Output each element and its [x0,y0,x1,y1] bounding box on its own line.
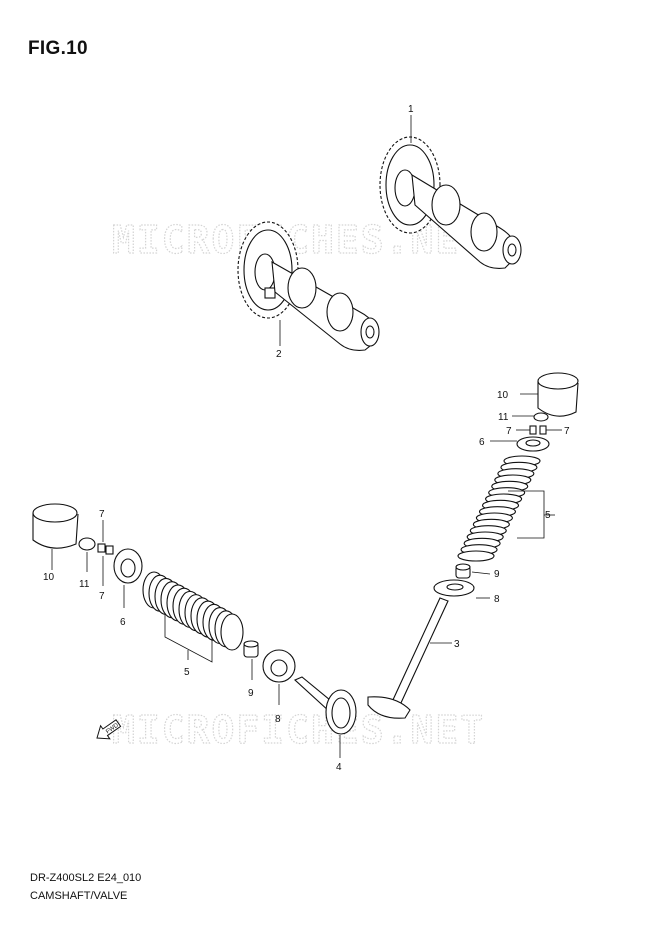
callout-7-left-a: 7 [99,509,105,520]
figure-title: FIG.10 [28,38,88,59]
callout-11-left: 11 [79,579,90,590]
section-name: CAMSHAFT/VALVE [30,890,128,902]
callout-11-right: 11 [498,412,509,423]
spring-seat-left[interactable] [262,649,296,683]
spring-retainer-left[interactable] [113,548,143,584]
callout-6-right: 6 [479,437,485,448]
callout-8-right: 8 [494,594,500,605]
callout-9-left: 9 [248,688,254,699]
cotter-left-a[interactable] [97,543,106,553]
shim-right[interactable] [533,412,549,422]
valve-intake[interactable] [293,676,357,735]
watermark-lower: MICROFICHES.NET [112,708,485,752]
cotter-left-b[interactable] [105,545,114,555]
valve-exhaust[interactable] [367,597,449,719]
camshaft-exhaust[interactable] [379,136,522,269]
callout-2: 2 [276,349,282,360]
callout-3: 3 [454,639,460,650]
callout-7-left-b: 7 [99,591,105,602]
tappet-left[interactable] [32,503,79,549]
callout-9-right: 9 [494,569,500,580]
shim-left[interactable] [78,537,96,551]
callout-4: 4 [336,762,342,773]
watermark-upper: MICROFICHES.NET [112,218,485,262]
callout-7-right-b: 7 [564,426,570,437]
cotter-right-a[interactable] [529,425,537,435]
callout-5-left: 5 [184,667,190,678]
model-code: DR-Z400SL2 E24_010 [30,872,142,884]
callout-5-right: 5 [545,510,551,521]
callout-7-right-a: 7 [506,426,512,437]
stem-seal-right[interactable] [455,563,471,579]
tappet-right[interactable] [537,372,579,417]
spring-seat-right[interactable] [433,579,475,597]
camshaft-intake[interactable] [237,221,380,351]
callout-10-left: 10 [43,572,55,583]
spring-coil [457,550,495,562]
spring-coil [220,613,244,651]
valve-spring-right[interactable] [457,455,541,562]
callout-6-left: 6 [120,617,126,628]
cotter-right-b[interactable] [539,425,547,435]
callout-10-right: 10 [497,390,509,401]
callout-1: 1 [408,104,414,115]
callout-8-left: 8 [275,714,281,725]
stem-seal-left[interactable] [243,640,259,658]
valve-spring-left[interactable] [142,571,244,651]
